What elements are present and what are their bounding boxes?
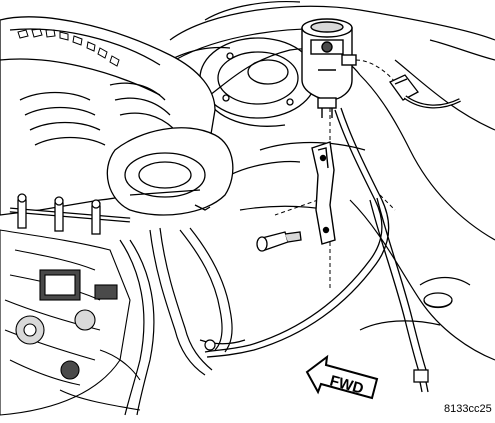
strut-tower [199,37,317,127]
engine-lower [0,229,141,416]
hose-clip [423,292,453,309]
dashed-leaders [274,59,396,290]
mounting-bracket [311,141,336,245]
electrical-connector [389,74,461,109]
throttle-body [106,127,234,216]
vapor-hose [204,107,390,358]
evap-canister [301,18,357,118]
intake-manifold [0,16,234,216]
fuel-rail [9,193,131,235]
figure-id: 8133cc25 [444,403,492,415]
purge-line [369,197,429,393]
body-structure [139,1,495,361]
manifold-lettering [17,28,120,67]
forward-arrow: FWD [305,354,379,400]
fuel-injectors [17,193,101,235]
manifold-runners [19,82,176,146]
hoses [119,227,246,416]
push-pin-fastener [256,231,302,252]
